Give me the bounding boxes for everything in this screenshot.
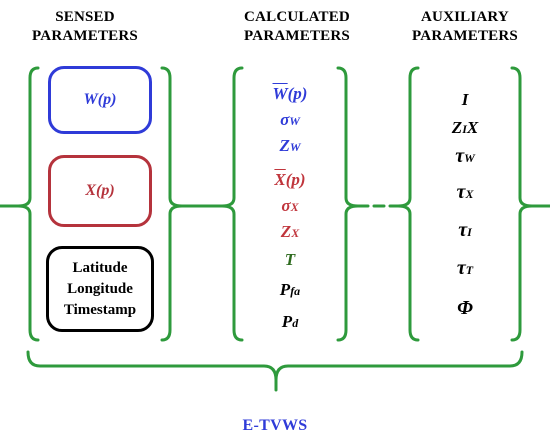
sensed-parameters-header: SENSED PARAMETERS: [32, 9, 138, 44]
aux-phi: Φ: [457, 297, 473, 319]
calc-sigma-w: σW: [280, 110, 300, 129]
aux-zix: ZIX: [451, 118, 479, 137]
longitude-label: Longitude: [67, 280, 133, 297]
calc-z-x: ZX: [280, 222, 300, 241]
aux-i: I: [461, 90, 469, 109]
calc-pd: Pd: [281, 312, 299, 331]
aux-tau-t: τT: [456, 257, 474, 279]
sensed-left-bracket: [17, 66, 40, 342]
calc-threshold: T: [284, 250, 296, 269]
auxiliary-right-bracket: [510, 66, 533, 342]
auxiliary-parameters-header: AUXILIARY PARAMETERS: [412, 9, 518, 44]
latitude-label: Latitude: [72, 259, 128, 276]
calc-sigma-x: σX: [281, 196, 299, 215]
calc-z-w: ZW: [279, 136, 301, 155]
sensed-right-bracket: [160, 66, 183, 342]
system-label: E-TVWS: [242, 417, 308, 434]
calc-pfa: Pfa: [279, 280, 301, 299]
calculated-right-bracket: [336, 66, 359, 342]
w-signal-box: W(p): [48, 66, 152, 134]
calculated-left-bracket: [221, 66, 244, 342]
aux-tau-i: τI: [458, 219, 472, 241]
location-time-box: Latitude Longitude Timestamp: [46, 246, 154, 332]
bottom-brace: [26, 350, 524, 381]
calc-x-mean: X(p): [274, 170, 306, 189]
x-signal-box: X(p): [48, 155, 152, 227]
calc-w-mean: W(p): [272, 84, 308, 103]
aux-tau-w: τW: [455, 145, 475, 167]
timestamp-label: Timestamp: [63, 301, 137, 318]
calculated-parameters-header: CALCULATED PARAMETERS: [244, 9, 350, 44]
aux-tau-x: τX: [456, 181, 474, 203]
